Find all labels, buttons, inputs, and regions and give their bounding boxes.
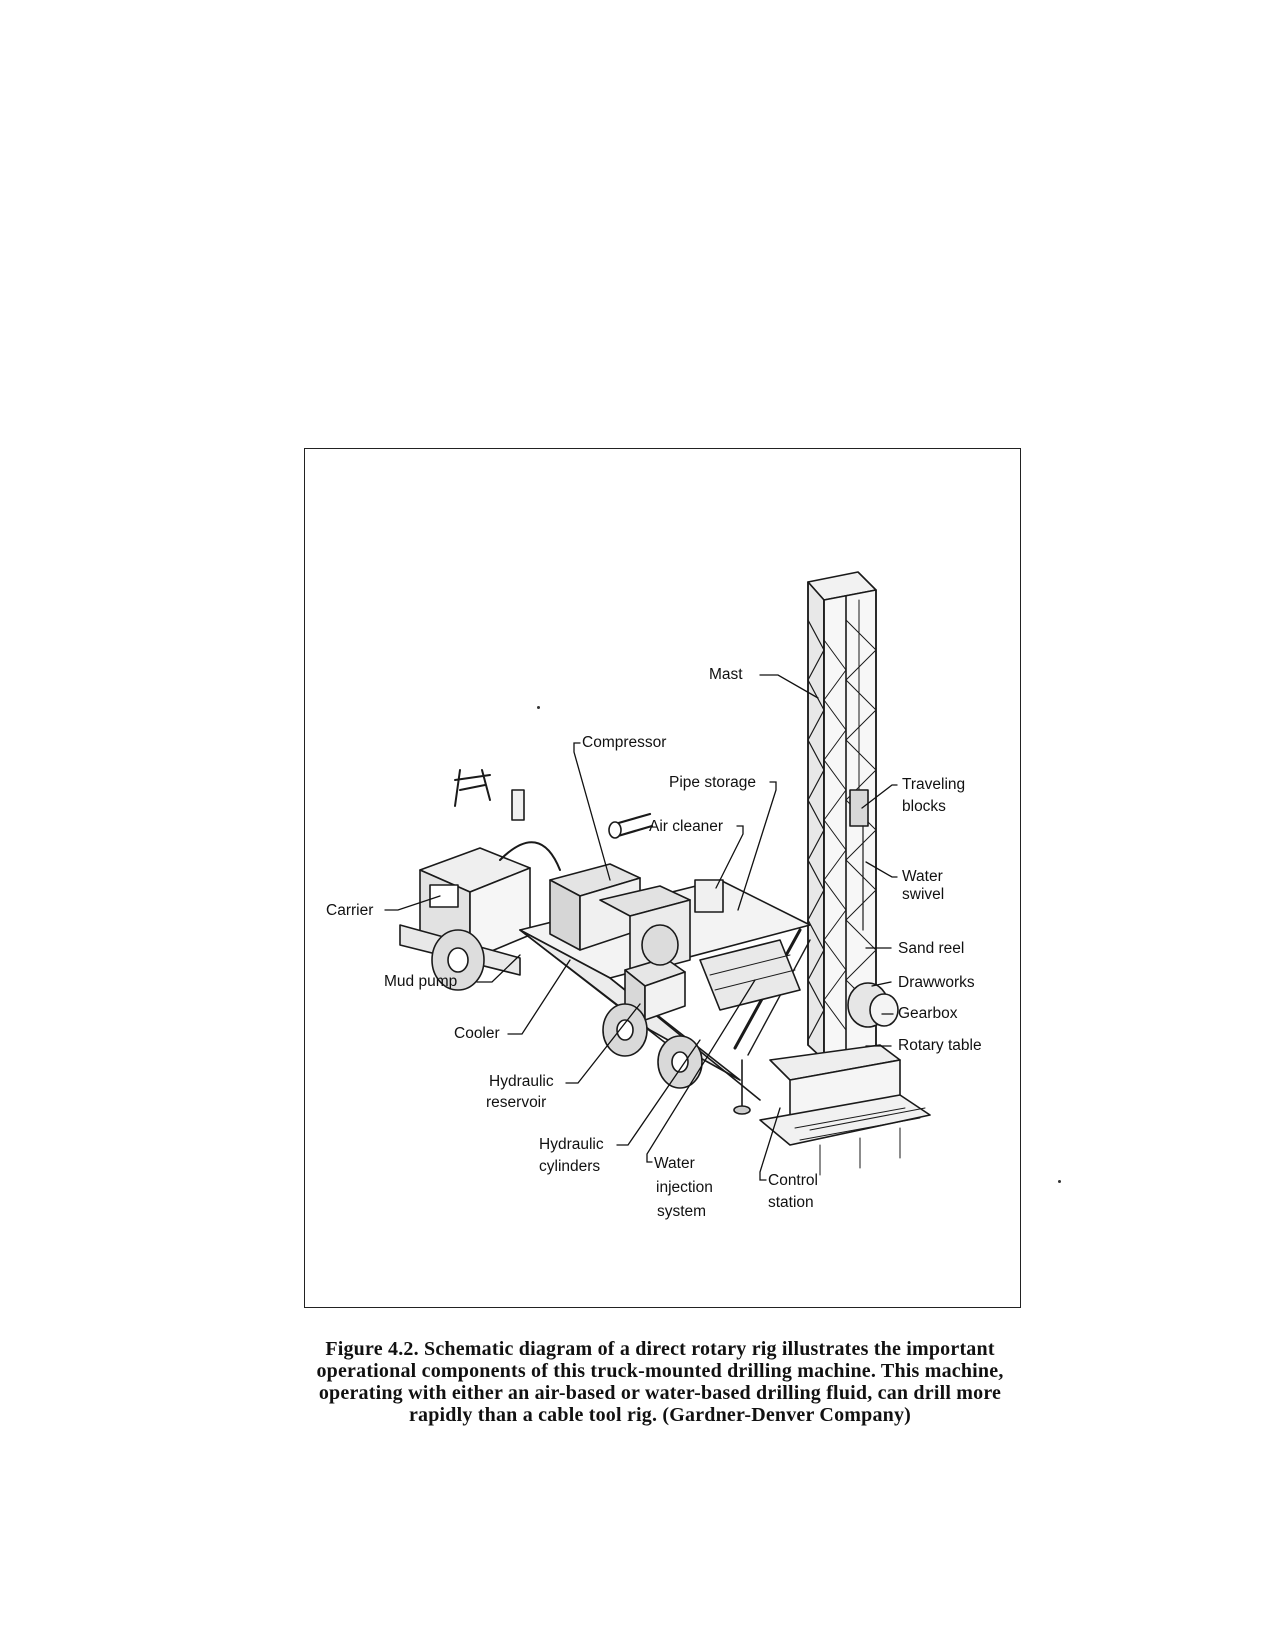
- caption-line-1: Figure 4.2. Schematic diagram of a direc…: [325, 1338, 995, 1360]
- label-mud-pump: Mud pump: [384, 973, 458, 990]
- leader-lines: [384, 674, 898, 1181]
- mast-structure: [807, 571, 899, 1061]
- label-water-injection-3: system: [657, 1203, 707, 1220]
- label-drawworks: Drawworks: [898, 974, 975, 991]
- label-pipe-storage: Pipe storage: [669, 774, 757, 791]
- label-control-station-1: Control: [768, 1172, 818, 1189]
- label-traveling-blocks-2: blocks: [902, 798, 946, 815]
- label-water-injection-1: Water: [654, 1155, 695, 1172]
- label-cooler: Cooler: [454, 1025, 500, 1042]
- label-hydraulic-reservoir-1: Hydraulic: [489, 1073, 554, 1090]
- label-mast: Mast: [709, 666, 743, 683]
- caption-line-3: operating with either an air-based or wa…: [318, 1382, 1002, 1404]
- label-air-cleaner: Air cleaner: [649, 818, 724, 835]
- truck-bed: [519, 812, 811, 1115]
- label-sand-reel: Sand reel: [898, 940, 965, 957]
- rotary-platform: [759, 1044, 931, 1176]
- label-water-injection-2: injection: [656, 1179, 713, 1196]
- label-hydraulic-cylinders-2: cylinders: [539, 1158, 601, 1175]
- label-control-station-2: station: [768, 1194, 814, 1211]
- scan-speck: [537, 706, 540, 709]
- caption-line-2: operational components of this truck-mou…: [316, 1360, 1004, 1382]
- label-traveling-blocks-1: Traveling: [902, 776, 966, 793]
- label-hydraulic-reservoir-2: reservoir: [486, 1094, 547, 1111]
- label-compressor: Compressor: [582, 734, 667, 751]
- truck-cab: [399, 769, 561, 991]
- scan-speck: [1058, 1180, 1061, 1183]
- figure-caption: Figure 4.2. Schematic diagram of a direc…: [250, 1338, 1070, 1426]
- label-carrier: Carrier: [326, 902, 374, 919]
- label-water-swivel-2: swivel: [902, 886, 945, 903]
- caption-line-4: rapidly than a cable tool rig. (Gardner-…: [408, 1404, 912, 1426]
- label-water-swivel-1: Water: [902, 868, 943, 885]
- label-gearbox: Gearbox: [898, 1005, 958, 1022]
- label-hydraulic-cylinders-1: Hydraulic: [539, 1136, 604, 1153]
- label-rotary-table: Rotary table: [898, 1037, 982, 1054]
